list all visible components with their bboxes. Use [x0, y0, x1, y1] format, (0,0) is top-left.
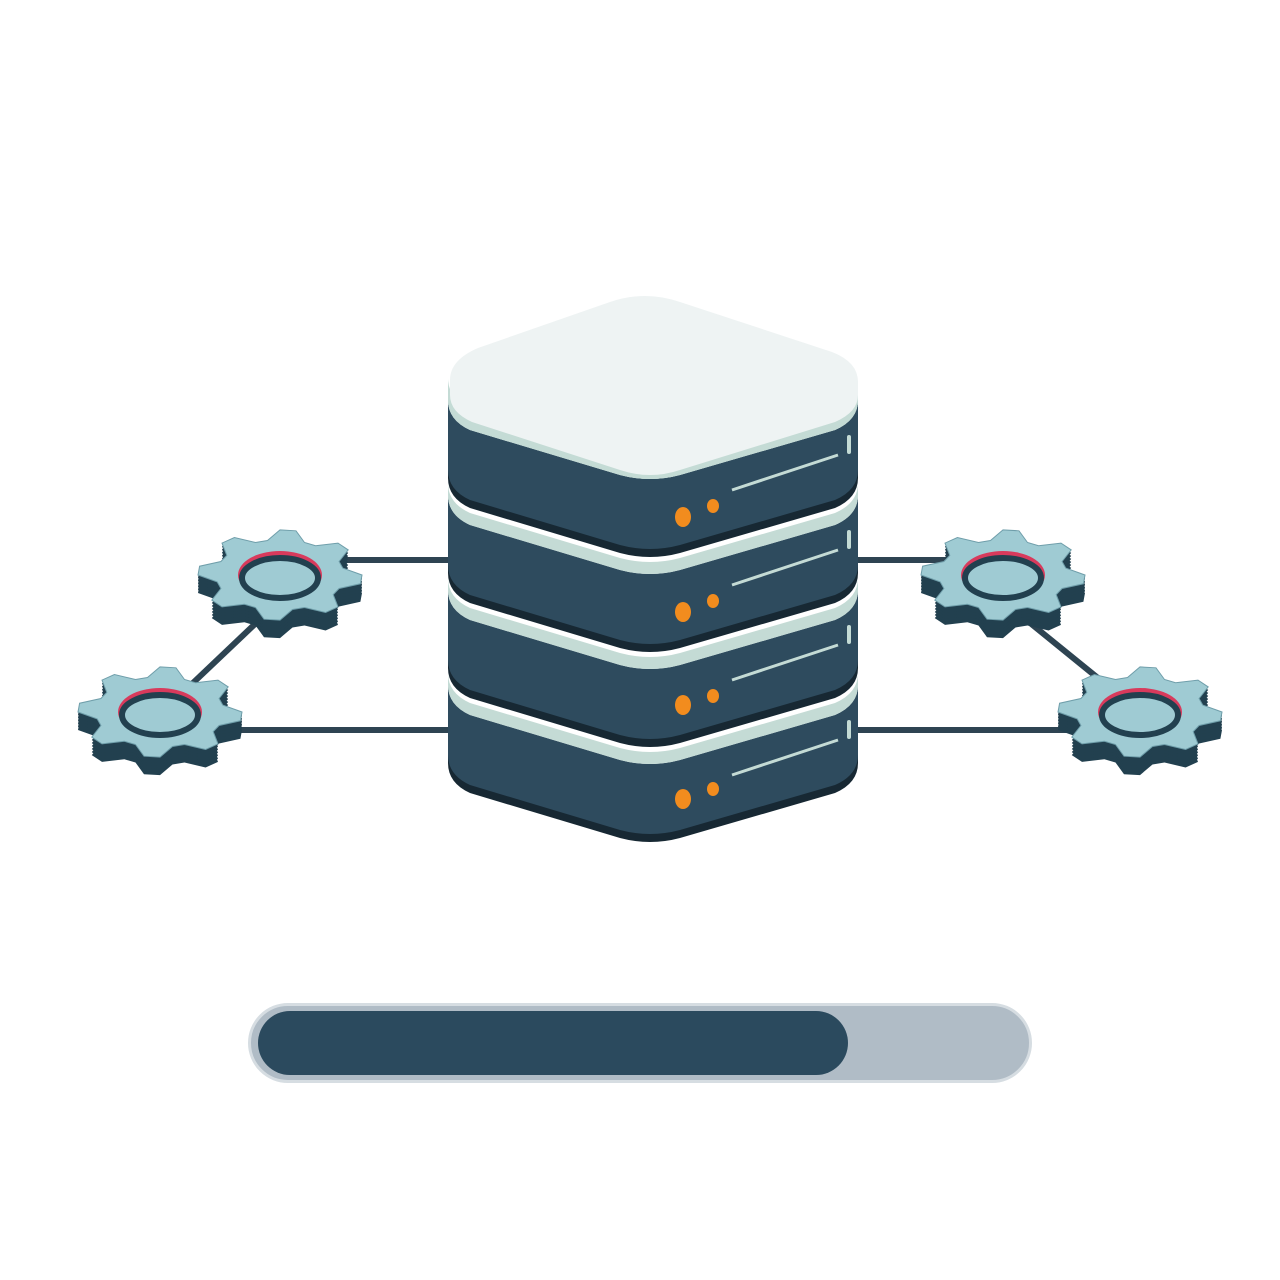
server-layer-body — [448, 590, 858, 739]
gear-icon — [1057, 666, 1223, 776]
server-cap-top — [450, 296, 858, 475]
indicator-light — [675, 695, 691, 715]
indicator-light — [707, 782, 719, 796]
indicator-light — [675, 507, 691, 527]
indicator-light — [707, 499, 719, 513]
indicator-light — [675, 789, 691, 809]
gears — [77, 529, 1223, 776]
server-layer-body — [448, 685, 858, 834]
progress-bar — [248, 1003, 1032, 1083]
gear-hub — [119, 692, 201, 738]
gear-hub — [1099, 692, 1181, 738]
drive-slot — [731, 738, 839, 777]
drive-slot — [731, 453, 839, 492]
indicator-light — [707, 594, 719, 608]
gear-hub — [962, 555, 1044, 601]
server-cap-rim — [448, 378, 858, 479]
gear-icon — [77, 666, 243, 776]
gear-icon — [197, 529, 363, 639]
gear-hub — [239, 555, 321, 601]
server-stack-icon — [448, 296, 858, 842]
server-layer-body — [448, 400, 858, 549]
server-layer-body — [448, 495, 858, 644]
indicator-light — [707, 689, 719, 703]
gear-icon — [920, 529, 1086, 639]
indicator-light — [675, 602, 691, 622]
progress-bar-fill — [258, 1011, 848, 1075]
drive-slot — [731, 548, 839, 587]
drive-slot — [731, 643, 839, 682]
